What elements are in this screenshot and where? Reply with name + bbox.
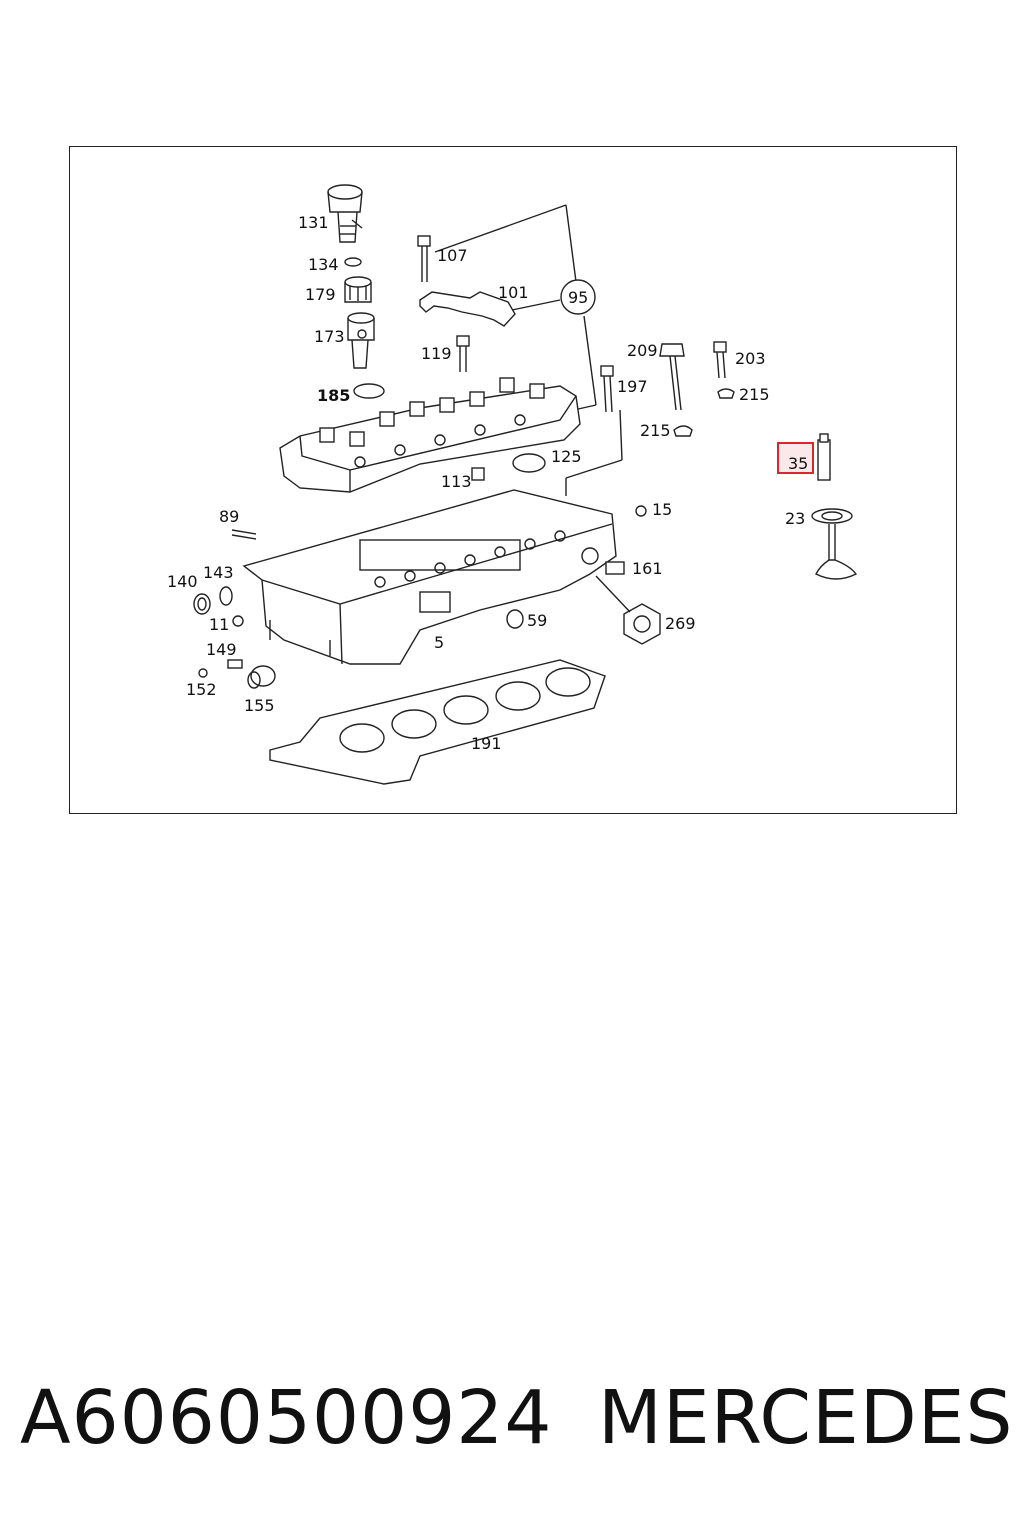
callout-59: 59: [527, 611, 547, 630]
camshaft-carrier: [279, 377, 581, 493]
callout-215-a: 215: [739, 385, 770, 404]
callout-173: 173: [314, 327, 345, 346]
callout-101: 101: [498, 283, 529, 302]
callout-143: 143: [203, 563, 234, 582]
callout-155: 155: [244, 696, 275, 715]
highlight-box-35: [777, 442, 814, 474]
part-173-injector-sleeve: [347, 312, 375, 369]
callout-5: 5: [434, 633, 444, 652]
part-131-cap: [327, 184, 363, 243]
part-11-plug: [232, 615, 244, 627]
part-161-plug: [605, 561, 625, 575]
part-89-stud: [231, 529, 257, 540]
callout-23: 23: [785, 509, 805, 528]
callout-191: 191: [471, 734, 502, 753]
group-95-bracket: [434, 204, 623, 496]
callout-179: 179: [305, 285, 336, 304]
callout-161: 161: [632, 559, 663, 578]
callout-197: 197: [617, 377, 648, 396]
brand-name: MERCEDES: [598, 1375, 1014, 1461]
part-35-valve-guide: [817, 433, 831, 481]
callout-152: 152: [186, 680, 217, 699]
callout-185: 185: [317, 386, 350, 405]
part-134-ring: [344, 257, 362, 267]
part-149-stud: [227, 659, 243, 669]
part-185-seal: [353, 383, 385, 399]
part-140-plug: [193, 593, 211, 615]
callout-11: 11: [209, 615, 229, 634]
callout-215-b: 215: [640, 421, 671, 440]
callout-107: 107: [437, 246, 468, 265]
part-203-screw: [713, 341, 727, 379]
part-107-bolt: [417, 235, 431, 282]
callout-35: 35: [788, 454, 808, 473]
part-215-clip-a: [717, 388, 735, 399]
cylinder-head: [242, 489, 617, 665]
callout-149: 149: [206, 640, 237, 659]
callout-131: 131: [298, 213, 329, 232]
part-125-seal: [512, 453, 546, 473]
part-143-seal: [219, 586, 233, 606]
callout-134: 134: [308, 255, 339, 274]
part-number: A6060500924: [20, 1375, 553, 1461]
part-209-bolt: [659, 343, 685, 411]
part-15-plug: [635, 505, 647, 517]
part-119-bolt: [456, 335, 470, 372]
callout-203: 203: [735, 349, 766, 368]
part-113-dowel: [471, 467, 485, 481]
callout-113: 113: [441, 472, 472, 491]
footer: A6060500924 MERCEDES: [0, 1375, 1024, 1465]
callout-89: 89: [219, 507, 239, 526]
part-59-plug: [506, 609, 524, 629]
part-215-clip-b: [673, 425, 693, 437]
part-179-sleeve: [344, 276, 372, 303]
part-197-bolt: [600, 365, 614, 413]
callout-119: 119: [421, 344, 452, 363]
callout-15: 15: [652, 500, 672, 519]
callout-95: 95: [568, 288, 588, 307]
callout-209: 209: [627, 341, 658, 360]
callout-140: 140: [167, 572, 198, 591]
diagram-frame: [69, 146, 957, 814]
callout-125: 125: [551, 447, 582, 466]
part-101-bracket: [419, 291, 516, 327]
part-269-flange: [595, 575, 661, 645]
part-155-sleeve: [247, 665, 276, 689]
part-23-valve: [811, 508, 858, 580]
part-191-gasket: [269, 659, 606, 785]
part-152-ball: [198, 668, 208, 678]
callout-269: 269: [665, 614, 696, 633]
